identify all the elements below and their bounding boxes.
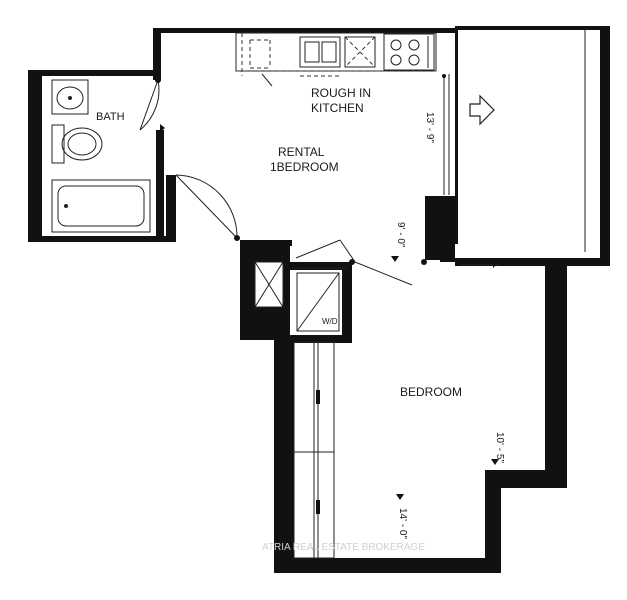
kitchen-label-line2: KITCHEN [311, 101, 364, 115]
kitchen-label-line1: ROUGH IN [311, 86, 371, 100]
hall-width-dimension: 9' - 0" [395, 222, 406, 248]
arrow-right-icon [469, 94, 495, 126]
bedroom-door [354, 261, 413, 286]
bedroom-label: BEDROOM [400, 385, 462, 399]
walls [28, 26, 610, 573]
bathtub-icon [51, 179, 151, 233]
watermark: ATRIA REAL ESTATE BROKERAGE [262, 542, 425, 553]
kitchen-counter [235, 32, 437, 87]
sink-icon [299, 36, 341, 68]
dishwasher-icon [344, 36, 376, 68]
vanity-icon [51, 79, 89, 115]
main-room-label-line1: RENTAL [278, 145, 325, 159]
kitchen-depth-dimension: 13' - 9" [424, 112, 435, 143]
bedroom-width-dimension: 10' - 5" [494, 432, 505, 463]
bath-door [139, 79, 159, 131]
toilet-icon [51, 124, 65, 164]
bath-fixtures [51, 79, 151, 233]
bedroom-closet [293, 341, 335, 559]
range-icon [383, 33, 435, 71]
bath-label: BATH [96, 111, 125, 123]
bedroom-length-dimension: 14' - 0" [397, 508, 408, 539]
entry-door [175, 174, 238, 239]
wd-label: W/D [322, 317, 338, 326]
main-room-label-line2: 1BEDROOM [270, 160, 339, 174]
